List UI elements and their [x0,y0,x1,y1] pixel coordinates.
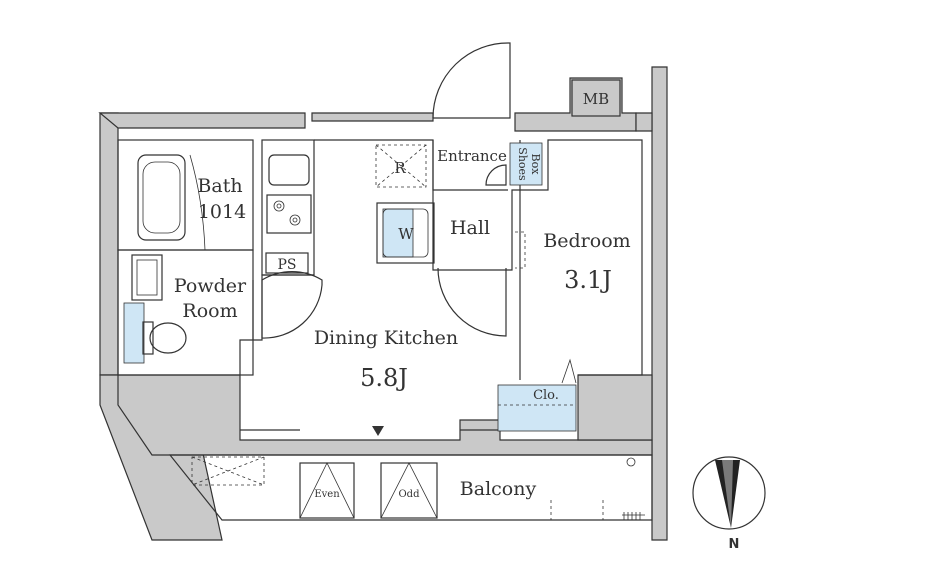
dining-kitchen-label: Dining Kitchen [314,327,458,349]
shoes-box-label-line2: Box [529,154,542,176]
shoes-box [509,142,543,186]
hall-label: Hall [450,217,490,239]
refrigerator-label: R [394,159,406,177]
bath-size: 1014 [198,201,246,223]
exterior-walls [98,66,668,541]
ps-label: PS [277,257,296,273]
doors [252,42,526,340]
vent-even-label: Even [314,489,340,500]
kitchen-fixtures [265,154,312,274]
bath-fixtures [123,154,206,364]
bedroom-size: 3.1J [564,266,612,294]
closet-label: Clo. [533,388,559,403]
balcony-label: Balcony [460,478,537,500]
window-marker [372,426,384,436]
mb-box [571,79,621,117]
compass-north-label: N [729,537,740,552]
mb-label: MB [583,90,609,108]
powder-room-label-line1: Powder [174,275,247,297]
powder-room-label-line2: Room [182,300,237,322]
washer-space [376,202,435,264]
vent-odd-label: Odd [398,489,420,500]
bedroom-label: Bedroom [543,230,630,252]
north-arrow-icon [715,460,740,528]
closet [497,358,577,432]
dining-kitchen-size: 5.8J [360,364,408,392]
washer-label: W [398,225,414,243]
balcony [168,454,653,521]
refrigerator-space [375,144,427,188]
shoes-box-label-line1: Shoes [516,147,529,181]
bath-label: Bath [197,175,242,197]
entrance-label: Entrance [437,147,507,165]
compass: N [692,456,766,552]
